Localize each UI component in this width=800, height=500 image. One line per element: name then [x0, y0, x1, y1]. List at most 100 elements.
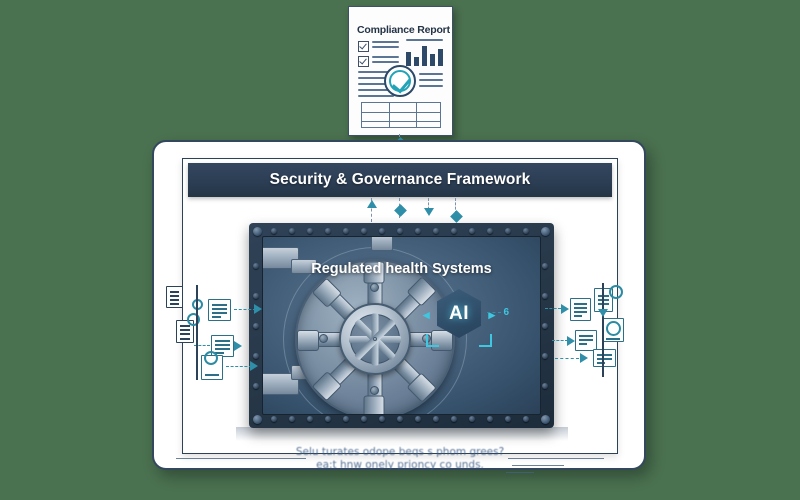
vault-wheel[interactable]	[295, 259, 455, 414]
vault-rivet	[253, 323, 259, 329]
report-text-line	[358, 71, 400, 73]
document-icon[interactable]	[570, 298, 591, 321]
vault-rivet	[253, 383, 259, 389]
report-text-line	[358, 89, 400, 91]
flow-connector	[234, 309, 256, 310]
report-text-line	[358, 83, 388, 85]
report-text-line	[419, 85, 443, 87]
vault-rivet	[397, 228, 403, 234]
report-checkbox	[358, 41, 369, 52]
document-fold-icon[interactable]	[575, 330, 597, 351]
vault-rivet	[451, 416, 457, 422]
vault-rivet	[415, 228, 421, 234]
report-text-line	[372, 61, 399, 63]
vault-rivet	[271, 228, 277, 234]
vault-rivet	[433, 416, 439, 422]
framework-header-bar: Security & Governance Framework	[188, 163, 612, 197]
report-text-line	[419, 73, 443, 75]
document-icon[interactable]	[176, 320, 194, 343]
vault-dial-dot	[370, 283, 379, 292]
flow-connector	[555, 358, 579, 359]
flow-arrow-down	[424, 208, 434, 216]
vault-rivet	[451, 228, 457, 234]
ring-marker-icon[interactable]	[606, 321, 621, 336]
flow-rail-left	[196, 285, 198, 380]
caption-rule-left	[176, 458, 306, 460]
flow-connector	[545, 308, 561, 309]
compliance-report-card: Compliance Report	[348, 6, 453, 136]
ring-marker-icon[interactable]	[609, 285, 623, 299]
connector-header-to-vault	[428, 198, 429, 214]
ai-badge[interactable]: AI ◂ ▸ 6	[423, 286, 509, 347]
chevron-right-icon: ▸	[488, 307, 495, 322]
seal-inner-ring	[389, 70, 411, 92]
document-with-lines-icon[interactable]	[208, 299, 231, 321]
chart-bar	[430, 54, 435, 66]
ai-label: AI	[449, 302, 469, 324]
vault-shadow	[236, 427, 568, 441]
chart-bar	[406, 52, 411, 66]
connector-header-to-vault	[371, 198, 372, 222]
vault-rivet	[469, 416, 475, 422]
vault-rivet	[487, 228, 493, 234]
vault-rivet	[541, 415, 550, 424]
vault-rivet	[253, 353, 259, 359]
approved-check-seal-icon	[384, 65, 416, 97]
report-title: Compliance Report	[357, 24, 450, 36]
caption-line-2: ea:t hnw onely prioncy co unds.	[316, 459, 484, 471]
document-icon[interactable]	[166, 286, 183, 308]
table-col-divider	[389, 103, 390, 127]
report-table	[361, 102, 441, 128]
vault-rivet	[542, 353, 548, 359]
vault-door-face: Regulated health Systems	[262, 236, 541, 415]
flow-arrow-right	[561, 304, 569, 314]
flow-arrow-right	[580, 353, 588, 363]
document-plain-icon[interactable]	[593, 349, 616, 367]
vault-rivet	[523, 416, 529, 422]
report-text-line	[372, 46, 399, 48]
chart-bar	[422, 46, 427, 66]
chart-bar	[414, 57, 419, 66]
spoke-cap	[297, 329, 319, 351]
ai-bracket-left-icon	[426, 334, 439, 347]
vault-rivet	[253, 415, 262, 424]
vault-latch-block	[371, 237, 393, 251]
table-row-divider	[362, 121, 440, 122]
ai-suffix-glyph: 6	[503, 307, 509, 318]
vault-rivet	[253, 263, 259, 269]
flow-connector	[552, 340, 568, 341]
vault-rivet	[361, 228, 367, 234]
report-text-line	[419, 79, 443, 81]
vault-rivet	[289, 416, 295, 422]
secure-vault: Regulated health Systems	[249, 223, 554, 428]
report-text-line	[358, 77, 400, 79]
vault-rivet	[487, 416, 493, 422]
vault-rivet	[542, 263, 548, 269]
document-with-lines-icon[interactable]	[211, 335, 234, 357]
report-text-line	[372, 56, 399, 58]
vault-rivet	[541, 227, 550, 236]
vault-rivet	[379, 228, 385, 234]
vault-rivet	[289, 228, 295, 234]
flow-rail-right	[602, 283, 604, 377]
vault-rivet	[253, 227, 262, 236]
report-text-line	[358, 95, 394, 97]
vault-rivet	[271, 416, 277, 422]
report-text-line	[372, 41, 399, 43]
vault-rivet	[505, 228, 511, 234]
vault-rivet	[523, 228, 529, 234]
vault-rivet	[542, 383, 548, 389]
ring-marker-icon[interactable]	[187, 313, 200, 326]
ring-marker-icon[interactable]	[204, 351, 218, 365]
vault-rivet	[307, 416, 313, 422]
vault-dial-dot	[319, 334, 328, 343]
flow-connector	[194, 345, 210, 346]
vault-rivet	[542, 323, 548, 329]
framework-title: Security & Governance Framework	[269, 171, 531, 188]
vault-rivet	[505, 416, 511, 422]
vault-hub[interactable]	[339, 303, 411, 375]
flow-connector	[226, 366, 252, 367]
vault-rivet	[307, 228, 313, 234]
vault-rivet	[542, 293, 548, 299]
